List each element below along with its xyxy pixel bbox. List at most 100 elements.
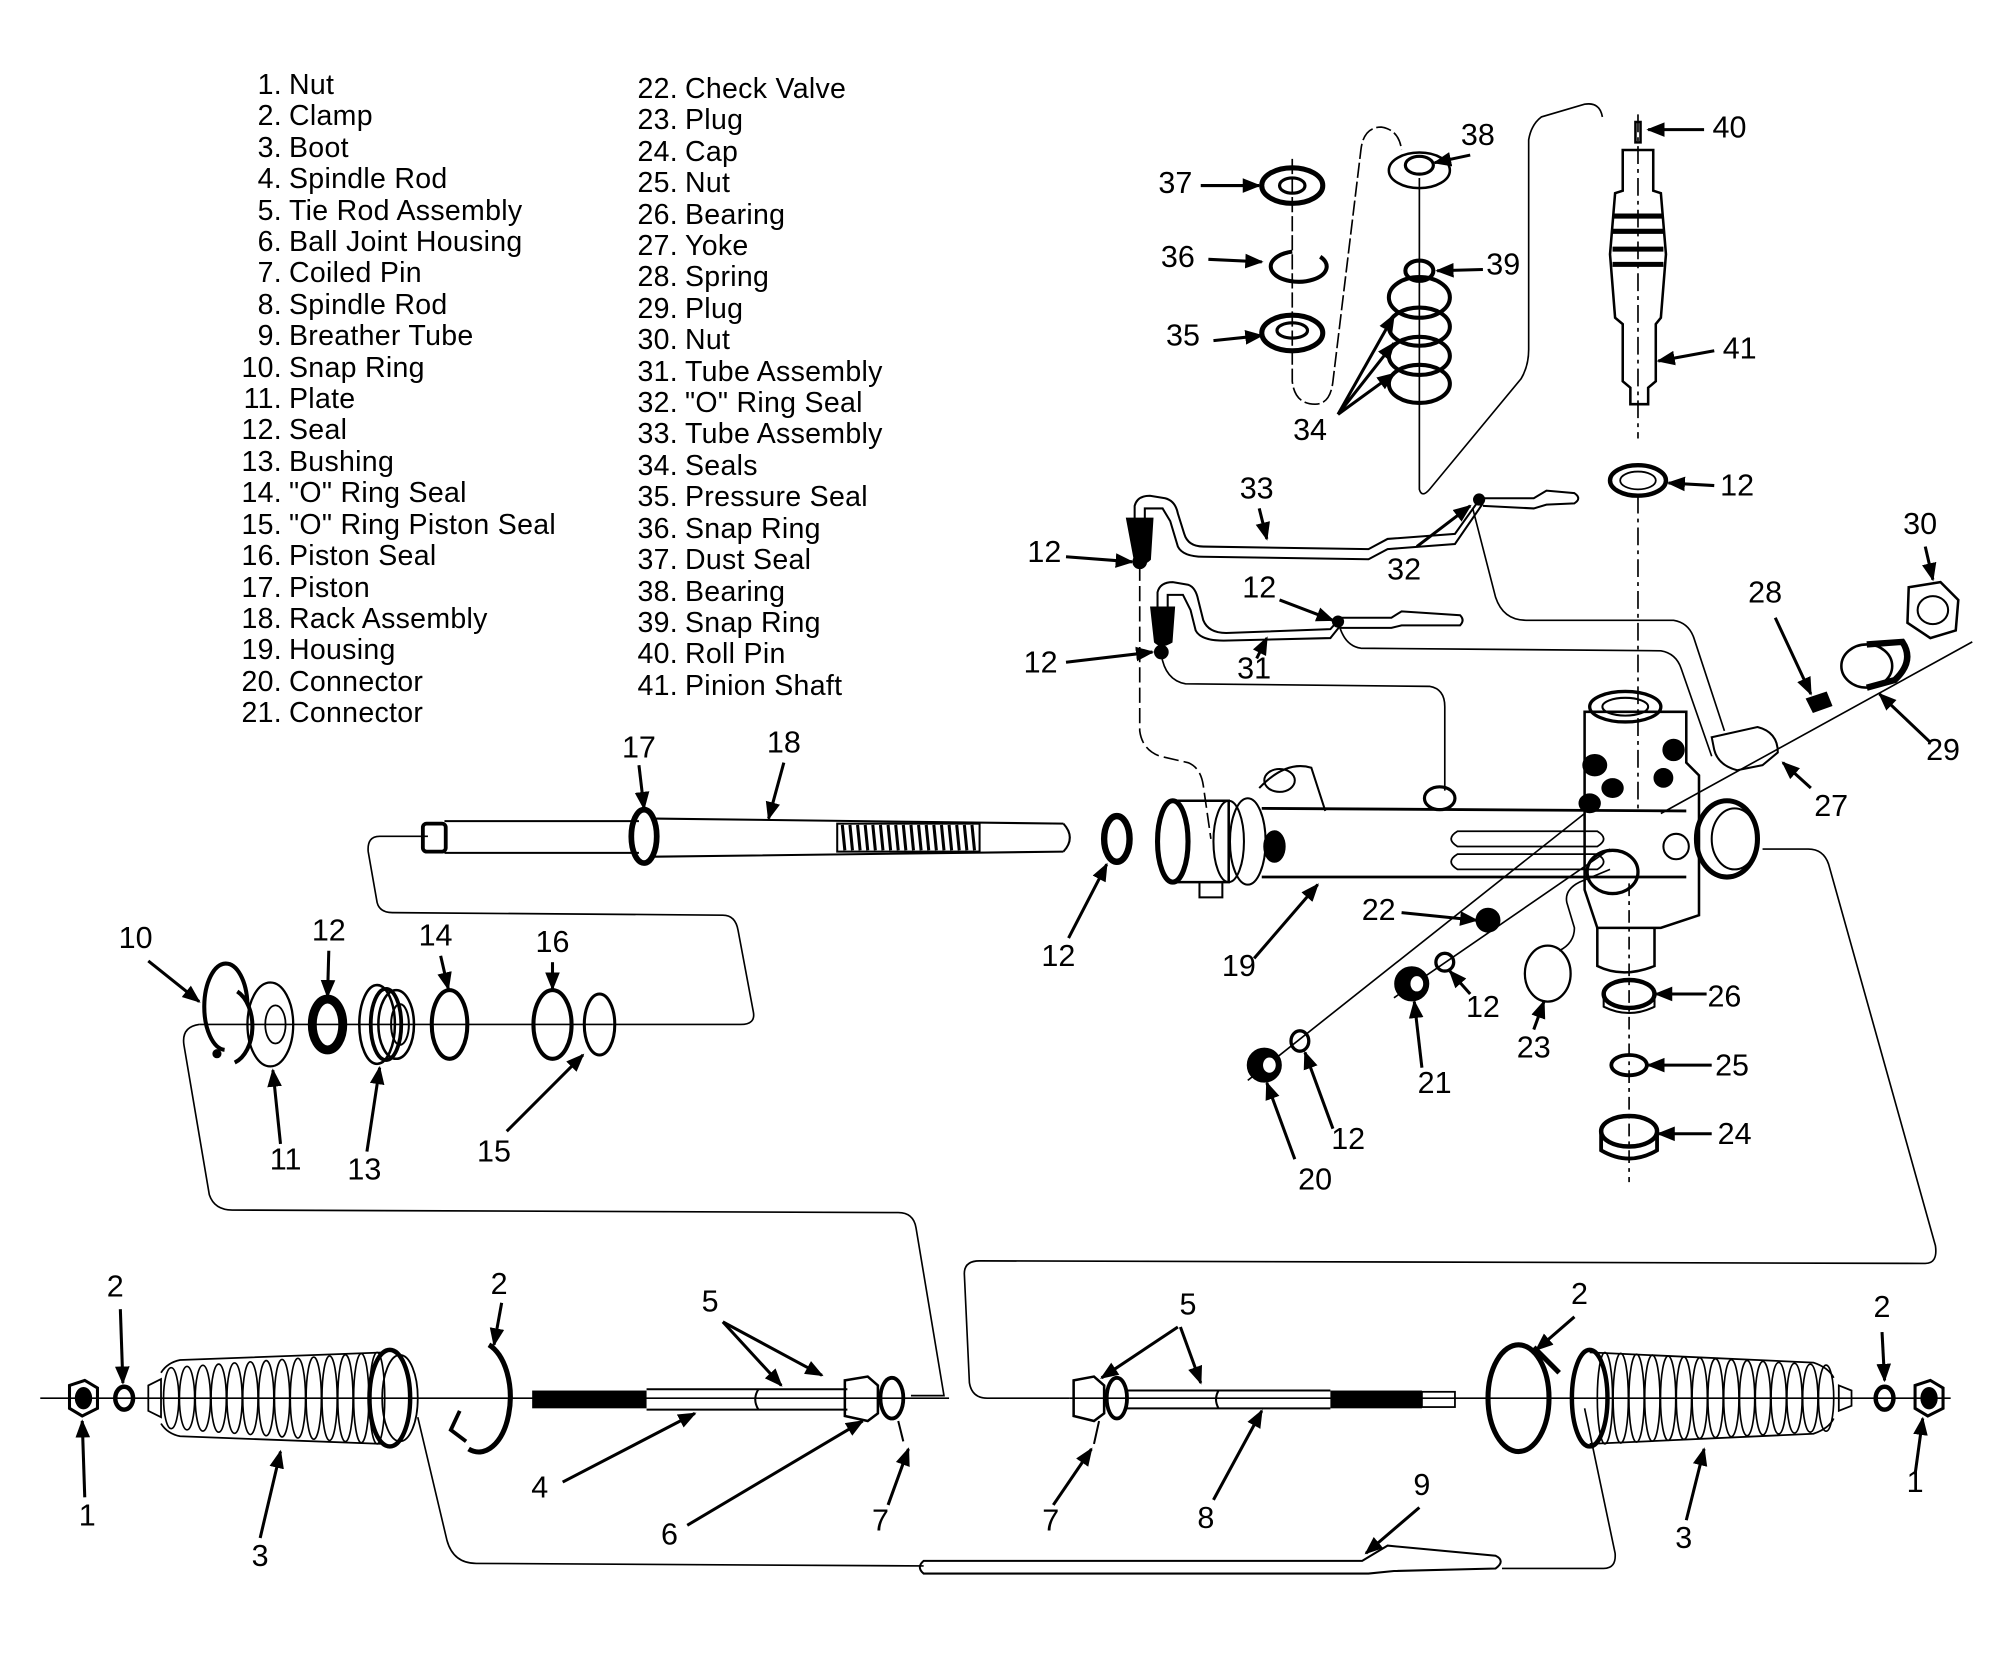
legend-item: 12.Seal [222, 415, 556, 447]
callout-number: 29 [1926, 733, 1960, 767]
legend-item: 32."O" Ring Seal [626, 387, 883, 420]
legend-item: 20.Connector [222, 665, 556, 698]
legend-item-label: Connector [289, 697, 424, 730]
legend-item: 11.Plate [222, 383, 556, 416]
legend-item-number: 16. [241, 540, 282, 573]
callout-number: 38 [1461, 118, 1495, 152]
legend-item-label: Nut [289, 69, 335, 101]
legend-item: 10.Snap Ring [222, 351, 556, 384]
callout-arrow [1067, 862, 1109, 939]
legend-item-label: Seals [685, 449, 758, 482]
legend-item-number: 17. [241, 571, 282, 604]
callout-arrow [1408, 999, 1424, 1068]
callout-number: 2 [1874, 1290, 1891, 1324]
legend-item: 14."O" Ring Seal [222, 477, 556, 509]
boot-right-pleats [1596, 1351, 1835, 1445]
legend-item-label: Check Valve [685, 73, 847, 105]
legend-item-number: 35. [637, 481, 678, 514]
legend-item-number: 40. [637, 638, 678, 671]
legend-item: 4.Spindle Rod [222, 163, 556, 195]
callout-arrow [1303, 1050, 1335, 1130]
callout-number: 2 [1571, 1277, 1588, 1311]
callout-arrow [1432, 152, 1471, 167]
callout-number: 12 [1466, 990, 1500, 1024]
boot-pleat [1817, 1364, 1835, 1433]
legend-item-number: 6. [257, 226, 282, 259]
legend-item: 30.Nut [626, 324, 883, 356]
legend-item-label: Piston [289, 571, 371, 604]
legend-item-number: 20. [241, 665, 282, 698]
legend-item-label: Coiled Pin [289, 257, 422, 290]
boot-left-pleats [162, 1351, 386, 1445]
ball-joint-housing-6 [843, 1375, 880, 1423]
callout-number: 39 [1486, 248, 1520, 282]
callout-number: 21 [1418, 1066, 1452, 1100]
snap-ring-36 [1268, 249, 1329, 284]
callout-number: 7 [872, 1503, 889, 1537]
legend-item-number: 7. [257, 257, 282, 290]
snap-ring-10-end [212, 1049, 222, 1059]
legend-item: 13.Bushing [222, 446, 556, 478]
callout-arrow [1876, 1331, 1892, 1383]
legend-item-label: "O" Ring Seal [685, 387, 863, 420]
legend-item: 17.Piston [222, 571, 556, 604]
callout-number: 26 [1707, 980, 1741, 1014]
callout-number: 27 [1814, 789, 1848, 823]
legend-item-label: Plate [289, 383, 356, 416]
callout-number: 34 [1293, 413, 1327, 447]
legend-item: 22.Check Valve [626, 73, 883, 105]
callout-arrow [115, 1309, 130, 1385]
callout-number: 5 [702, 1285, 719, 1319]
callout-arrow [1279, 598, 1335, 622]
legend-item: 3.Boot [222, 132, 556, 164]
legend-item: 1.Nut [222, 69, 556, 101]
o-ring-piston-seal-15 [582, 992, 617, 1057]
callout-arrow [267, 1068, 283, 1145]
callout-number: 19 [1222, 949, 1256, 983]
valve-top-port [1588, 689, 1663, 724]
callout-arrow [320, 950, 336, 999]
coiled-pin-7-right [1092, 1420, 1101, 1445]
legend-item: 29.Plug [626, 292, 883, 325]
callout-arrow [1252, 883, 1319, 960]
legend-item: 28.Spring [626, 261, 883, 294]
callout-arrow [1684, 1447, 1708, 1521]
legend-item-number: 29. [637, 292, 678, 325]
callout-number: 32 [1387, 553, 1421, 587]
callout-arrow [147, 959, 201, 1003]
callout-number: 41 [1723, 331, 1757, 365]
callout-number: 12 [1041, 939, 1075, 973]
legend-item-label: Tie Rod Assembly [289, 194, 523, 227]
legend-item-label: Nut [685, 167, 731, 200]
callout-arrow [1364, 1506, 1421, 1555]
callout-number: 13 [347, 1153, 381, 1187]
legend-item: 31.Tube Assembly [626, 356, 883, 388]
callout-arrow [1781, 761, 1812, 790]
callout-number: 1 [1907, 1465, 1924, 1499]
callout-number: 35 [1166, 319, 1200, 353]
bearing-38 [1387, 151, 1452, 190]
callout-number: 18 [767, 725, 801, 759]
callout-arrow [1208, 253, 1264, 269]
callout-number: 12 [1720, 469, 1754, 503]
legend-item-number: 28. [637, 261, 678, 294]
legend-item: 36.Snap Ring [626, 513, 883, 545]
legend-item: 33.Tube Assembly [626, 419, 883, 451]
callout-arrow [1178, 1326, 1203, 1385]
legend-item-label: Snap Ring [289, 351, 425, 384]
callout-number: 22 [1362, 893, 1396, 927]
legend-item-label: Plug [685, 292, 744, 325]
legend-item: 19.Housing [222, 634, 556, 667]
legend-item-label: Piston Seal [289, 540, 437, 573]
callout-number: 14 [419, 919, 453, 953]
legend-item-number: 19. [241, 634, 282, 667]
spindle-rod-8 [1127, 1389, 1456, 1410]
callout-arrow [505, 1053, 585, 1133]
legend-item-number: 21. [241, 697, 282, 730]
callout-arrows [75, 122, 1937, 1555]
legend-item-number: 5. [257, 194, 282, 227]
callout-number: 1 [79, 1498, 96, 1532]
